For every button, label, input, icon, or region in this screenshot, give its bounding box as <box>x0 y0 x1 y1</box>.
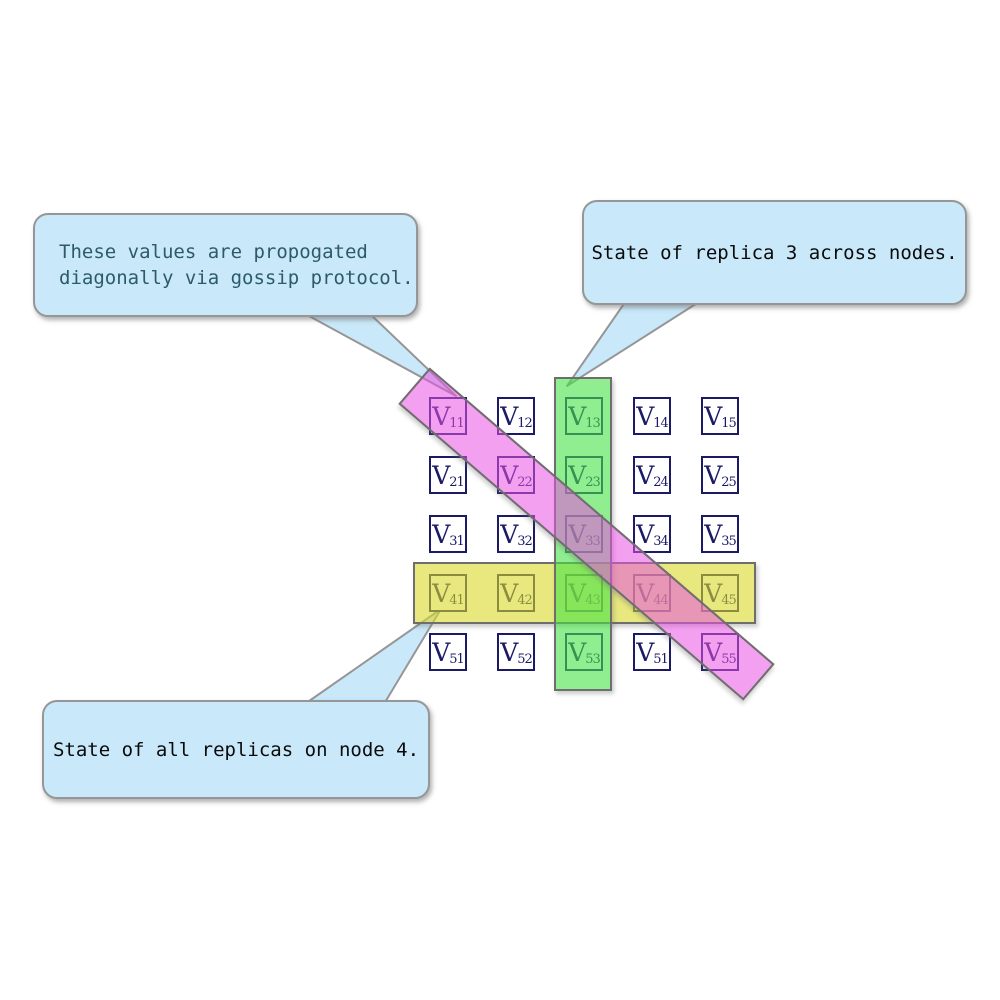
cell-subscript: 34 <box>653 533 669 549</box>
cell-subscript: 24 <box>653 474 669 490</box>
cell-symbol: V <box>432 637 451 667</box>
callout-node4-line-1: State of all replicas on node 4. <box>52 738 420 761</box>
callout-node4: State of all replicas on node 4. <box>42 700 430 799</box>
cell-subscript: 52 <box>517 651 533 667</box>
callout-gossip-line-2: diagonally via gossip protocol. <box>59 267 414 289</box>
cell-subscript: 25 <box>721 474 737 490</box>
cell-symbol: V <box>704 519 723 549</box>
cell-symbol: V <box>636 637 655 667</box>
cell-symbol: V <box>432 460 451 490</box>
callout-replica3: State of replica 3 across nodes. <box>582 200 967 305</box>
cell-subscript: 51 <box>449 651 465 667</box>
cell-subscript: 35 <box>721 533 737 549</box>
callout-replica3-line-1: State of replica 3 across nodes. <box>591 241 958 264</box>
cell-subscript: 14 <box>653 415 669 431</box>
cell-subscript: 32 <box>517 533 533 549</box>
cell-symbol: V <box>500 401 519 431</box>
cell-subscript: 31 <box>449 533 465 549</box>
cell-symbol: V <box>636 460 655 490</box>
cell-symbol: V <box>704 401 723 431</box>
cell-subscript: 15 <box>721 415 737 431</box>
cell-symbol: V <box>636 401 655 431</box>
callout-gossip-line-1: These values are propogated <box>59 241 368 263</box>
cell-subscript: 12 <box>517 415 533 431</box>
cell-symbol: V <box>500 637 519 667</box>
cell-symbol: V <box>704 460 723 490</box>
cell-subscript: 51 <box>653 651 669 667</box>
cell-symbol: V <box>500 519 519 549</box>
cell-symbol: V <box>636 519 655 549</box>
cell-symbol: V <box>432 519 451 549</box>
callout-gossip: These values are propogated diagonally v… <box>33 213 418 317</box>
cell-subscript: 21 <box>449 474 465 490</box>
